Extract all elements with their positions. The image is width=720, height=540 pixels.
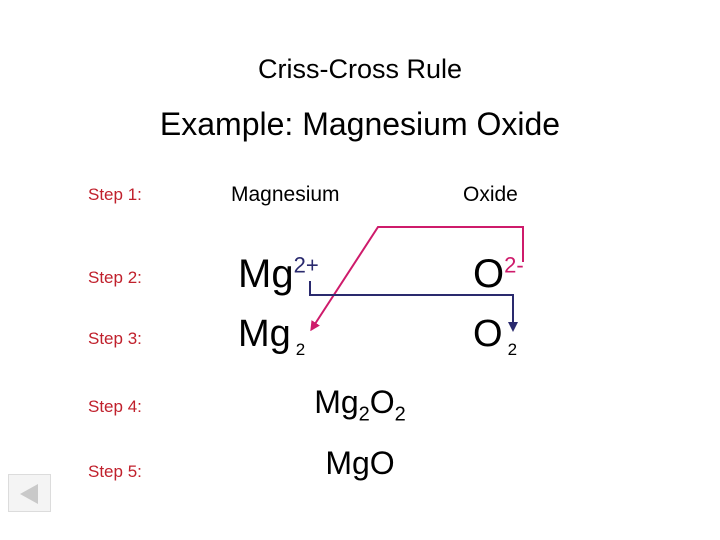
anion-symbol-step3: O [473, 313, 503, 355]
formula-unsimplified: Mg2O2 [0, 386, 720, 424]
anion-symbol: O [473, 252, 505, 296]
cation-ion-symbol: Mg2+ [238, 254, 319, 294]
step-label-5: Step 5: [88, 462, 142, 481]
anion-charge: 2- [504, 252, 524, 278]
formula-part-2: O [369, 384, 395, 420]
step-label-4: Step 4: [88, 397, 142, 416]
anion-subscript: 2 [507, 339, 518, 359]
formula-part-1: Mg [314, 384, 359, 420]
step-label-3: Step 3: [88, 329, 142, 348]
cation-subscript: 2 [295, 339, 306, 359]
anion-ion-symbol: O2- [473, 254, 524, 294]
page-subtitle: Example: Magnesium Oxide [159, 106, 561, 142]
triangle-left-icon [20, 484, 38, 504]
anion-name: Oxide [463, 183, 518, 206]
formula-subscript-2: 2 [394, 403, 406, 426]
cation-charge: 2+ [293, 252, 319, 278]
back-button[interactable] [8, 474, 51, 512]
formula-subscript-1: 2 [358, 403, 370, 426]
page-title: Criss-Cross Rule [257, 54, 463, 84]
formula-simplified: MgO [325, 445, 395, 481]
step-label-2: Step 2: [88, 268, 142, 287]
cation-name: Magnesium [231, 183, 340, 206]
step-label-1: Step 1: [88, 185, 142, 204]
cation-symbol: Mg [238, 252, 294, 296]
cation-symbol-step3: Mg [238, 313, 291, 355]
